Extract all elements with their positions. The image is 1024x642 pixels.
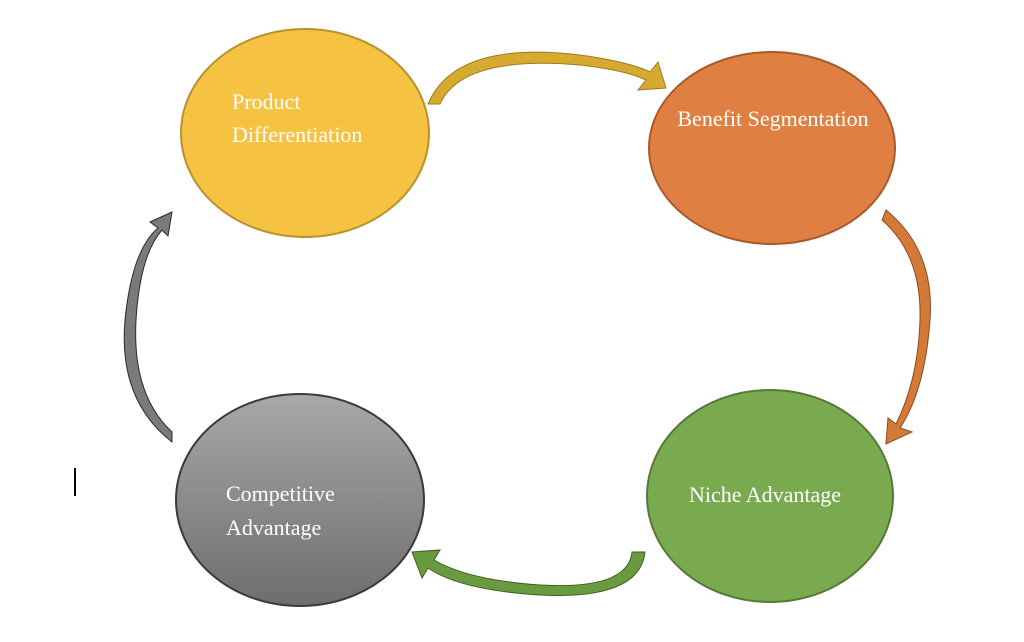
node-label-line: Differentiation bbox=[232, 122, 362, 147]
node-label-line: Benefit Segmentation bbox=[677, 106, 868, 131]
node-product-differentiation: Product Differentiation bbox=[180, 28, 430, 238]
arrow-niche-to-competitive bbox=[411, 549, 646, 596]
node-benefit-segmentation: Benefit Segmentation bbox=[648, 51, 896, 245]
node-label-line: Advantage bbox=[226, 515, 321, 540]
arrow-product-to-benefit bbox=[427, 51, 667, 105]
text-cursor bbox=[74, 468, 76, 496]
arrow-competitive-to-product bbox=[123, 211, 173, 444]
node-label-line: Niche Advantage bbox=[689, 482, 841, 507]
node-label-line: Product bbox=[232, 89, 300, 114]
node-niche-advantage: Niche Advantage bbox=[646, 389, 894, 603]
node-competitive-advantage: Competitive Advantage bbox=[175, 393, 425, 607]
arrow-benefit-to-niche bbox=[881, 209, 931, 445]
node-label-line: Competitive bbox=[226, 481, 335, 506]
